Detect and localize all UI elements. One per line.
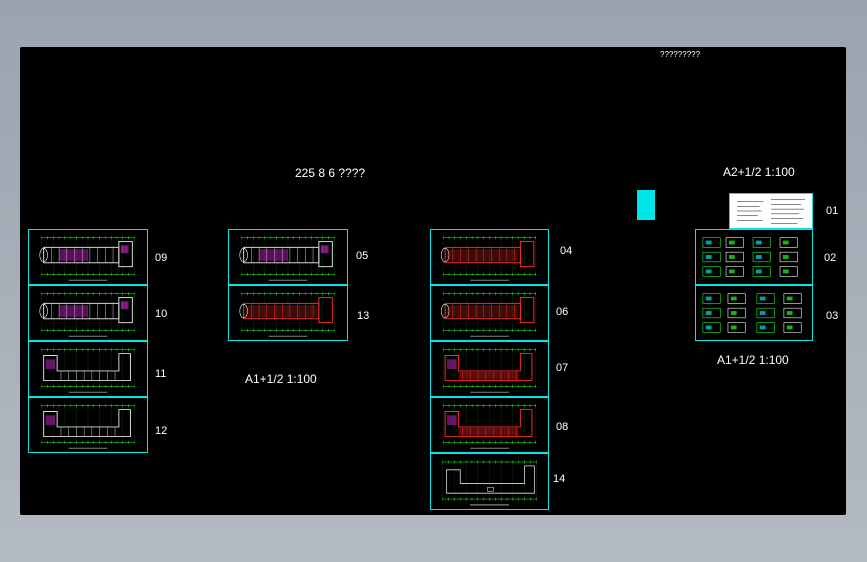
drawing-sheet-05[interactable] bbox=[228, 229, 348, 285]
drawing-sheet-07[interactable] bbox=[430, 341, 549, 397]
drawing-sheet-06[interactable] bbox=[430, 285, 549, 341]
notes-table-drawing bbox=[737, 199, 805, 224]
details-drawing bbox=[702, 293, 802, 333]
drawing-sheet-02[interactable] bbox=[695, 229, 813, 285]
caption-left-mid: A1+1/2 1:100 bbox=[245, 372, 317, 386]
sheet-number-02: 02 bbox=[824, 252, 837, 264]
floor-plan-drawing bbox=[39, 291, 135, 337]
floor-plan-drawing bbox=[442, 460, 537, 506]
drawing-sheet-13[interactable] bbox=[228, 285, 348, 341]
floor-plan-drawing bbox=[442, 347, 537, 393]
floor-plan-drawing bbox=[442, 403, 537, 449]
floor-plan-drawing bbox=[39, 235, 135, 281]
sheet-number-12: 12 bbox=[155, 425, 168, 437]
caption-right: A1+1/2 1:100 bbox=[717, 353, 789, 367]
drawing-sheet-01[interactable] bbox=[729, 193, 813, 229]
sheet-number-01: 01 bbox=[826, 205, 839, 217]
floor-plan-drawing bbox=[41, 347, 135, 393]
sheet-number-06: 06 bbox=[556, 306, 569, 318]
header-note: ????????? bbox=[660, 50, 701, 59]
sheet-number-13: 13 bbox=[357, 310, 370, 322]
drawing-sheet-14[interactable] bbox=[430, 453, 549, 510]
sheet-number-04: 04 bbox=[560, 245, 573, 257]
sheet-number-09: 09 bbox=[155, 252, 168, 264]
drawing-sheet-09[interactable] bbox=[28, 229, 148, 285]
floor-plan-drawing bbox=[41, 403, 135, 449]
drawing-sheet-10[interactable] bbox=[28, 285, 148, 341]
drawing-sheet-04[interactable] bbox=[430, 229, 549, 285]
group-title-mid: 225 8 6 ???? bbox=[295, 166, 366, 180]
floor-plan-drawing bbox=[440, 235, 537, 281]
details-drawing bbox=[702, 237, 798, 277]
floor-plan-drawing bbox=[440, 291, 537, 337]
sheet-number-10: 10 bbox=[155, 308, 168, 320]
drawing-sheet-08[interactable] bbox=[430, 397, 549, 453]
drawing-sheet-03[interactable] bbox=[695, 285, 813, 341]
sheet-number-07: 07 bbox=[556, 362, 569, 374]
title-right-top: A2+1/2 1:100 bbox=[723, 165, 795, 179]
floor-plan-drawing bbox=[239, 291, 335, 337]
sheet-number-11: 11 bbox=[155, 368, 167, 380]
drawing-sheet-11[interactable] bbox=[28, 341, 148, 397]
sheet-number-03: 03 bbox=[826, 310, 839, 322]
legend-block bbox=[637, 190, 655, 220]
sheet-number-14: 14 bbox=[553, 473, 566, 485]
sheet-number-05: 05 bbox=[356, 250, 369, 262]
sheet-number-08: 08 bbox=[556, 421, 569, 433]
cad-model-space[interactable]: ????????? 225 8 6 ???? A2+1/2 1:100 A1+1… bbox=[20, 47, 846, 515]
floor-plan-drawing bbox=[239, 235, 335, 281]
drawing-sheet-12[interactable] bbox=[28, 397, 148, 453]
